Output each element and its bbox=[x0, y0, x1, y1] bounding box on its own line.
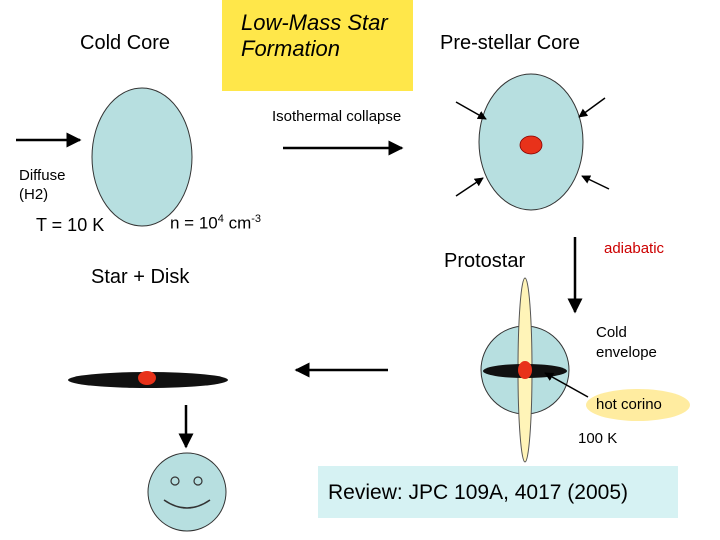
label-hot-corino: hot corino bbox=[596, 396, 662, 413]
smiley-face bbox=[148, 453, 226, 531]
prestellar-center bbox=[520, 136, 542, 154]
infall-arrow-tl bbox=[456, 102, 486, 119]
label-cold-envelope: Cold envelope bbox=[596, 323, 676, 362]
label-diffuse-h2: Diffuse (H2) bbox=[19, 167, 79, 205]
infall-arrow-br bbox=[582, 176, 609, 189]
density-unit: cm bbox=[224, 214, 251, 233]
label-temperature: T = 10 K bbox=[36, 215, 104, 236]
density-unit-exponent: -3 bbox=[251, 213, 261, 225]
label-hot-temperature: 100 K bbox=[578, 430, 617, 447]
smiley-eye-left bbox=[171, 477, 179, 485]
label-isothermal-collapse: Isothermal collapse bbox=[272, 108, 401, 125]
label-prestellar-core: Pre-stellar Core bbox=[440, 32, 580, 55]
cold-core-circle bbox=[92, 88, 192, 226]
label-adiabatic: adiabatic bbox=[604, 240, 664, 257]
protostar-core bbox=[518, 361, 532, 379]
label-cold-core: Cold Core bbox=[80, 32, 170, 55]
label-star-disk: Star + Disk bbox=[91, 266, 189, 289]
label-protostar: Protostar bbox=[444, 250, 525, 273]
star-disk-center bbox=[138, 371, 156, 385]
smiley-eye-right bbox=[194, 477, 202, 485]
infall-arrow-bl bbox=[456, 178, 483, 196]
infall-arrow-tr bbox=[579, 98, 605, 117]
density-base: n = 10 bbox=[170, 214, 218, 233]
label-density: n = 104 cm-3 bbox=[170, 213, 261, 233]
